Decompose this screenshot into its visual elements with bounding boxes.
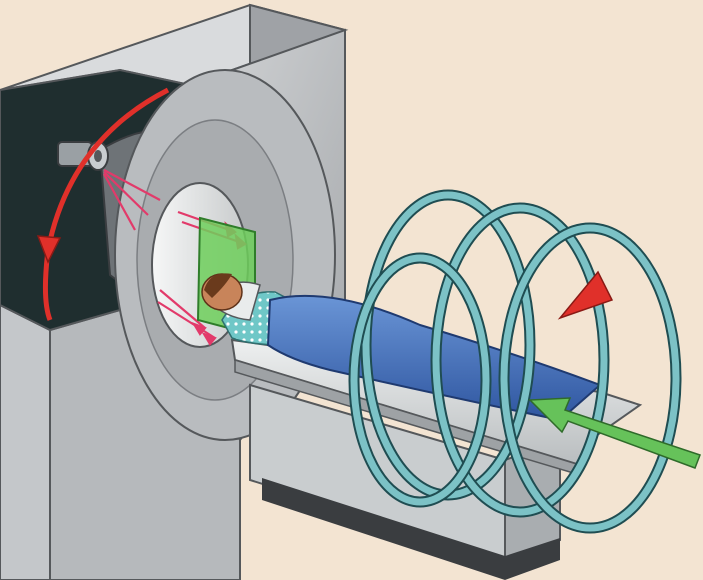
- helix-turn: [500, 224, 680, 532]
- rotation-arrow: [36, 87, 170, 321]
- xray-beam: [157, 301, 216, 339]
- beam-arrowhead: [201, 331, 217, 346]
- helix-direction-arrow: [557, 270, 614, 320]
- xray-beam: [103, 169, 161, 201]
- xray-beam: [159, 289, 206, 329]
- table-motion-arrow: [528, 397, 701, 469]
- gantry-base-front: [0, 303, 51, 580]
- xray-beam: [103, 171, 149, 216]
- helix-turn: [350, 254, 490, 506]
- beam-arrowhead: [191, 321, 207, 336]
- helix-turn: [432, 204, 608, 516]
- helix: [348, 189, 682, 534]
- table-base-foot: [262, 478, 560, 580]
- xray-beam: [103, 173, 136, 231]
- patient-hair: [204, 273, 232, 298]
